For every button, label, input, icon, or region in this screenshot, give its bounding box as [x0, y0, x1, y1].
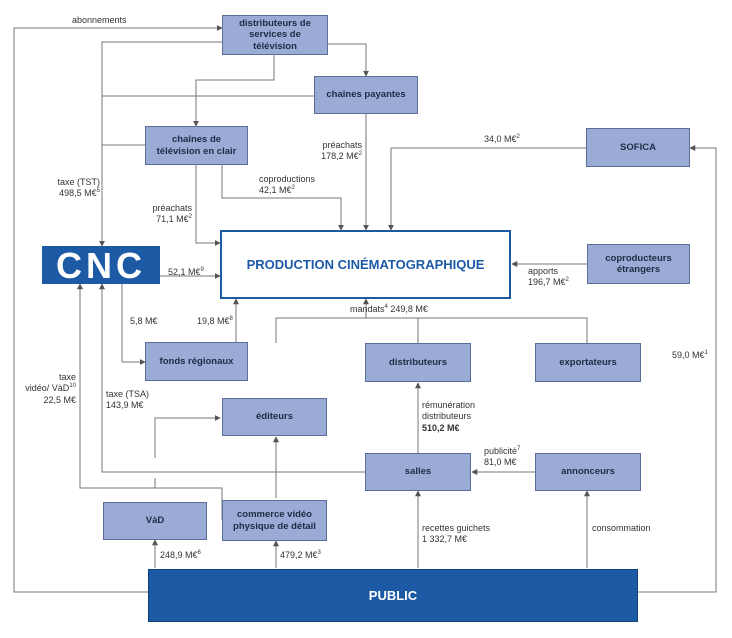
label-recettes: recettes guichets 1 332,7 M€ [422, 523, 491, 545]
label-taxe-tsa: taxe (TSA) 143,9 M€ [106, 389, 150, 411]
cnc-logo: CNC [42, 246, 160, 284]
line-vad-editeurs [154, 415, 221, 458]
label-coproductions: coproductions 42,1 M€2 [259, 174, 316, 196]
line-clair-preachats [195, 165, 221, 246]
chaines-payantes-box: chaînes payantes [314, 76, 418, 114]
line-sofica-prod [388, 147, 586, 231]
editeurs-box: éditeurs [222, 398, 327, 436]
line-clair-copro [221, 165, 344, 231]
label-preachats-payantes: préachats 178,2 M€2 [321, 140, 362, 162]
salles-box: salles [365, 453, 471, 491]
label-public-sofica: 59,0 M€1 [672, 350, 708, 360]
fonds-regionaux-box: fonds régionaux [145, 342, 248, 381]
label-commerce-value: 479,2 M€3 [280, 550, 321, 560]
label-vad-value: 248,9 M€6 [160, 550, 201, 560]
vad-box: VàD [103, 502, 207, 540]
sofica-box: SOFICA [586, 128, 690, 167]
production-box: PRODUCTION CINÉMATOGRAPHIQUE [220, 230, 511, 299]
label-fonds-prod: 19,8 M€8 [197, 316, 233, 326]
line-cnc-fonds [121, 284, 146, 365]
label-cnc-value: 52,1 M€9 [168, 267, 204, 277]
line-public-sofica [638, 145, 717, 593]
label-taxe-video: taxe vidéo/ VàD10 22,5 M€ [25, 372, 76, 405]
distributeurs-box: distributeurs [365, 343, 471, 382]
coproducteurs-box: coproducteurs étrangers [587, 244, 690, 284]
line-abonnements [13, 25, 223, 593]
cnc-logo-text: CNC [56, 246, 146, 284]
label-remuneration: rémunération distributeurs 510,2 M€ [422, 400, 476, 433]
public-box: PUBLIC [148, 569, 638, 622]
line-dist-clair [193, 55, 275, 127]
label-abonnements: abonnements [72, 15, 127, 25]
label-consommation: consommation [592, 523, 651, 533]
label-mandats: mandats4 249,8 M€ [350, 304, 428, 314]
chaines-clair-box: chaînes de télévision en clair [145, 126, 248, 165]
label-preachats-clair: préachats 71,1 M€2 [152, 203, 192, 225]
commerce-video-box: commerce vidéo physique de détail [222, 500, 327, 541]
distributeurs-tv-box: distributeurs de services de télévision [222, 15, 328, 55]
annonceurs-box: annonceurs [535, 453, 641, 491]
line-dist-payantes [328, 43, 369, 77]
label-sofica-value: 34,0 M€2 [484, 134, 520, 144]
label-taxe-tst: taxe (TST) 498,5 M€5 [57, 177, 100, 199]
line-salles-cnc [99, 283, 365, 473]
line-disttv-cnc [99, 41, 222, 247]
label-cnc-fonds: 5,8 M€ [130, 316, 158, 326]
label-publicite: publicité7 81,0 M€ [484, 446, 521, 468]
label-apports: apports 196,7 M€2 [528, 266, 569, 288]
exportateurs-box: exportateurs [535, 343, 641, 382]
line-mandats [275, 317, 588, 343]
